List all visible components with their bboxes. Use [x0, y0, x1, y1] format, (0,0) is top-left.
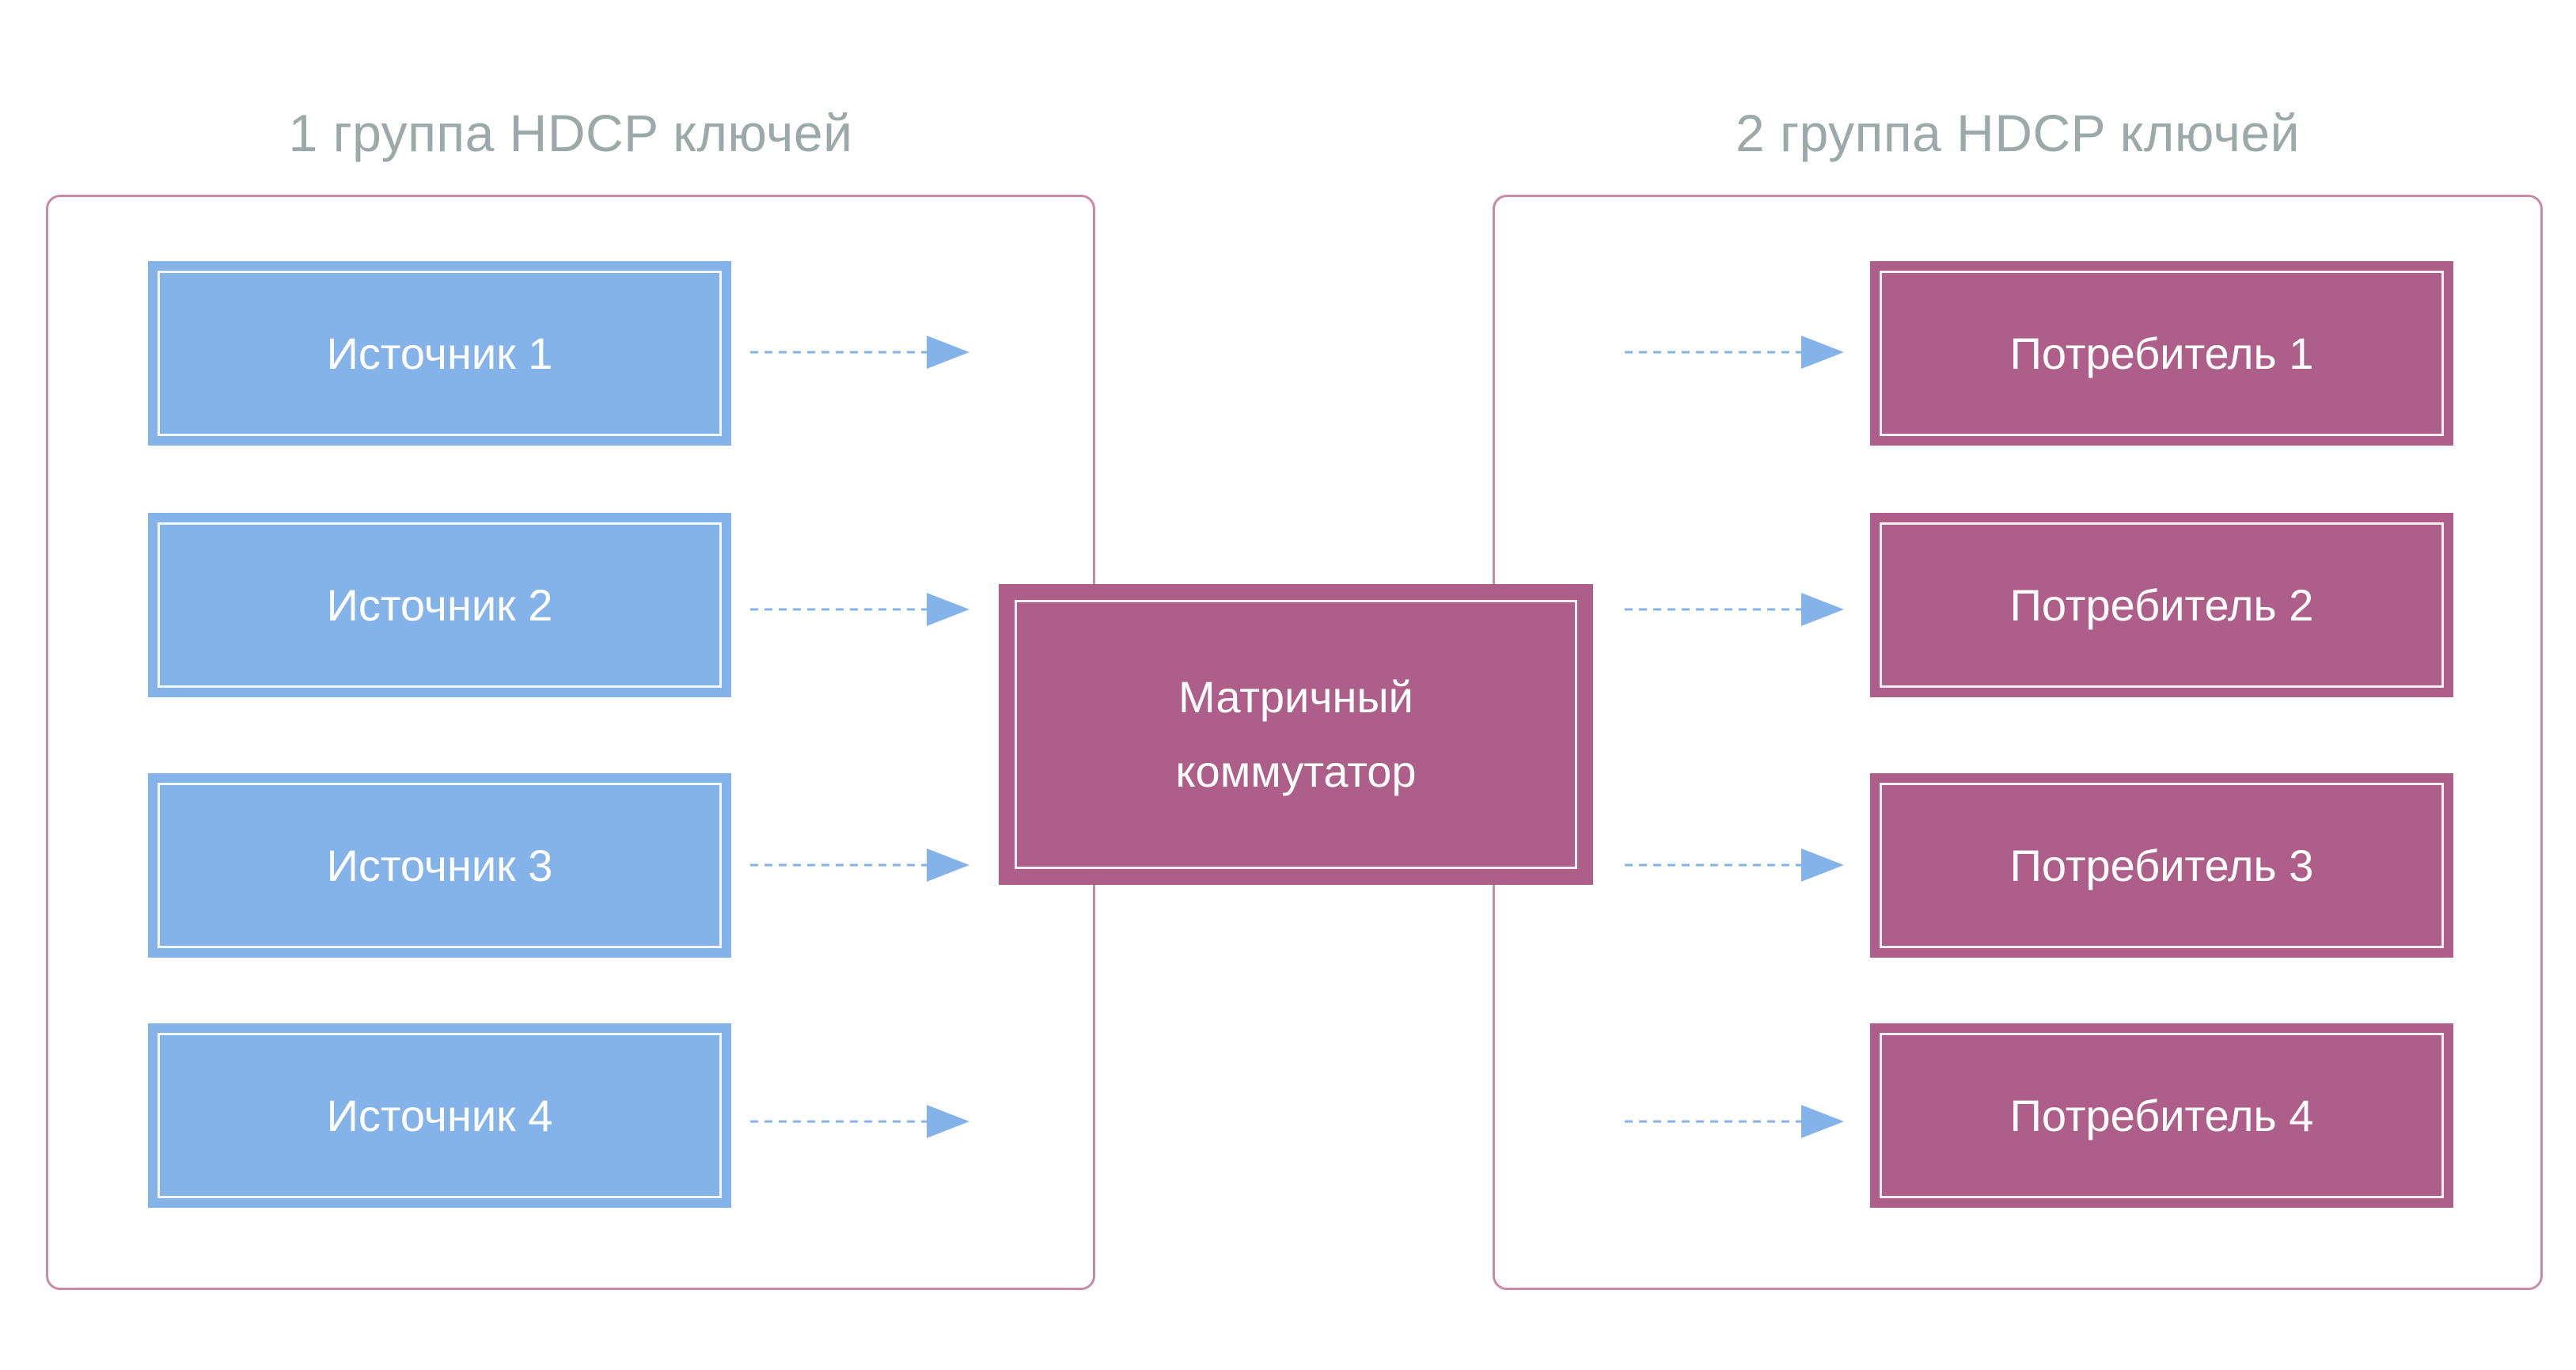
consumer-4-label: Потребитель 4 [1880, 1033, 2444, 1198]
consumer-1-box: Потребитель 1 [1870, 261, 2453, 446]
matrix-switch-label-line2: коммутатор [1175, 746, 1417, 796]
source-1-box: Источник 1 [148, 261, 731, 446]
source-3-box: Источник 3 [148, 773, 731, 958]
source-4-label: Источник 4 [157, 1033, 722, 1198]
consumer-3-box: Потребитель 3 [1870, 773, 2453, 958]
source-2-label: Источник 2 [157, 522, 722, 688]
group-2-title: 2 группа HDCP ключей [1736, 104, 2300, 162]
consumer-2-label: Потребитель 2 [1880, 522, 2444, 688]
consumer-2-box: Потребитель 2 [1870, 513, 2453, 697]
consumer-4-box: Потребитель 4 [1870, 1023, 2453, 1208]
consumer-3-label: Потребитель 3 [1880, 783, 2444, 948]
group-1-title: 1 группа HDCP ключей [288, 104, 853, 162]
source-3-label: Источник 3 [157, 783, 722, 948]
consumer-1-label: Потребитель 1 [1880, 271, 2444, 436]
source-1-label: Источник 1 [157, 271, 722, 436]
source-2-box: Источник 2 [148, 513, 731, 697]
matrix-switch-box: Матричный коммутатор [999, 584, 1593, 885]
source-4-box: Источник 4 [148, 1023, 731, 1208]
matrix-switch-label-line1: Матричный [1178, 672, 1413, 722]
